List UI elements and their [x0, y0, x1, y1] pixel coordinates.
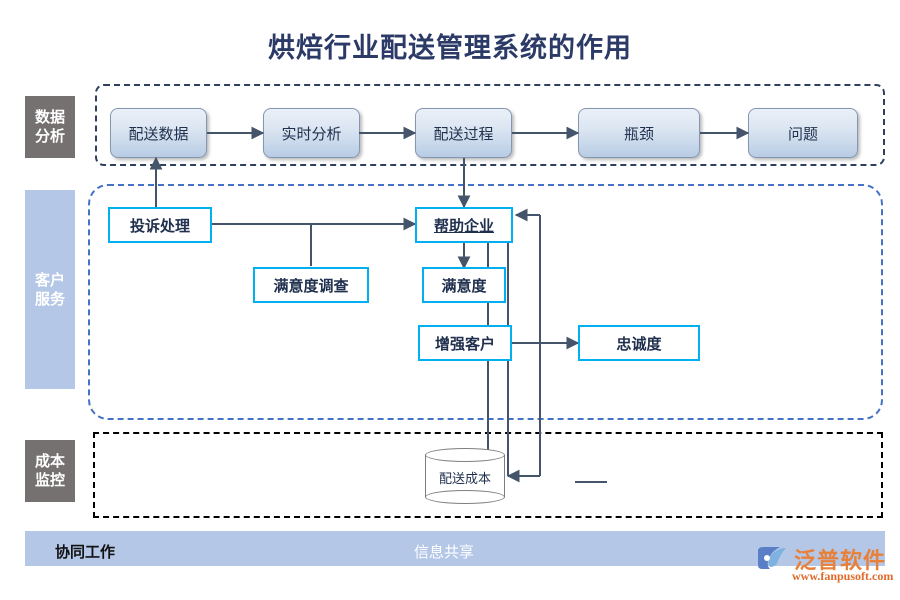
sidebar-item-label-line2: 分析 — [34, 127, 65, 145]
sidebar-item-cost-monitoring[interactable]: 成本 监控 — [25, 440, 75, 502]
footer-label-info-sharing: 信息共享 — [414, 543, 475, 561]
brand-logo: 泛普软件 www.fanpusoft.com — [756, 543, 896, 587]
cs-box-help-enterprise[interactable]: 帮助企业 — [415, 207, 513, 243]
cs-box-satisfaction-survey[interactable]: 满意度调查 — [253, 267, 369, 303]
logo-mark-icon — [758, 547, 786, 569]
process-box-bottleneck[interactable]: 瓶颈 — [578, 108, 700, 158]
cs-box-loyalty[interactable]: 忠诚度 — [578, 325, 700, 361]
sidebar-item-label-line1: 数据 — [34, 108, 65, 127]
logo-name: 泛普软件 — [794, 549, 887, 574]
logo-url: www.fanpusoft.com — [792, 569, 894, 583]
process-box-realtime-analysis[interactable]: 实时分析 — [263, 108, 360, 158]
section-frame-customer-service — [88, 184, 883, 420]
footer-bar — [25, 531, 885, 566]
process-box-delivery-process[interactable]: 配送过程 — [415, 108, 512, 158]
sidebar-item-label-line1: 客户 — [34, 270, 65, 289]
section-frame-data-analysis — [95, 84, 885, 166]
cs-box-complaint-handling[interactable]: 投诉处理 — [108, 207, 212, 243]
cylinder-delivery-cost[interactable]: 配送成本 — [425, 448, 505, 504]
sidebar-item-data-analysis[interactable]: 数据 分析 — [25, 96, 75, 158]
cylinder-label: 配送成本 — [438, 471, 491, 487]
page-title: 烘焙行业配送管理系统的作用 — [268, 33, 632, 64]
sidebar-item-label-line1: 成本 — [34, 452, 65, 471]
cylinder-bottom-ellipse — [425, 490, 505, 504]
sidebar-item-label-line2: 服务 — [34, 289, 65, 308]
footer-label-collaboration: 协同工作 — [55, 543, 116, 561]
process-box-delivery-data[interactable]: 配送数据 — [110, 108, 207, 158]
cylinder-top-ellipse — [425, 448, 505, 462]
sidebar-item-label-line2: 监控 — [34, 471, 65, 489]
cs-box-satisfaction[interactable]: 满意度 — [422, 267, 506, 303]
cs-box-enhance-customer[interactable]: 增强客户 — [418, 325, 512, 361]
sidebar-item-customer-service[interactable]: 客户 服务 — [25, 190, 75, 389]
